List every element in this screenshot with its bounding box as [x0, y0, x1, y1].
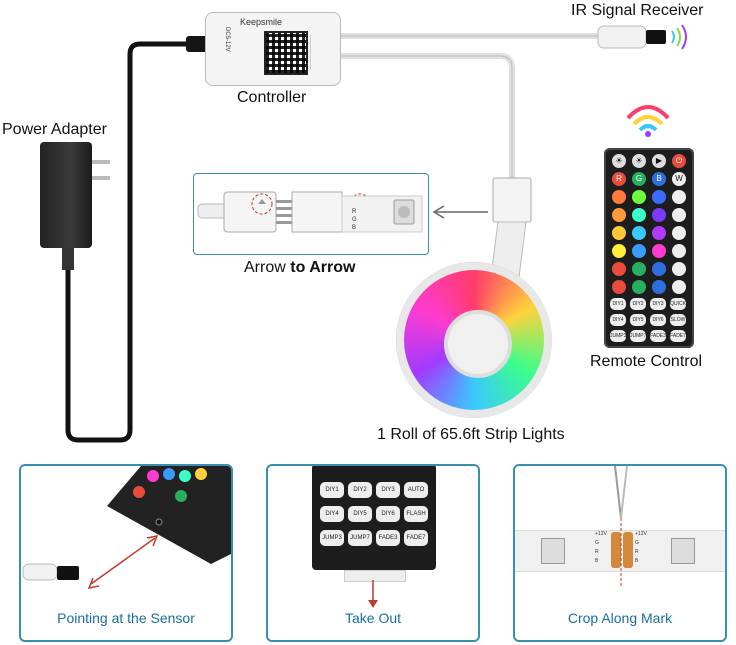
strip-wire — [339, 53, 515, 178]
cut-pads-right — [623, 532, 633, 568]
panel-crop-mark: +12V G R B +12V G R B Crop Along Mark — [513, 464, 727, 642]
mark-right-g: G — [635, 540, 639, 546]
panel2-caption: Take Out — [344, 610, 402, 626]
controller-brand: Keepsmile — [240, 17, 283, 27]
remote-diy3: DIY3 — [650, 298, 666, 310]
remote-diy6: DIY6 — [650, 314, 666, 326]
remote-close-up: DIY1 DIY2 DIY3 AUTO DIY4 DIY5 DIY6 FLASH… — [312, 466, 436, 570]
remote-diy2: DIY2 — [630, 298, 646, 310]
remote-play: ▶ — [652, 154, 666, 168]
reel-hub — [444, 310, 512, 378]
remote-g: G — [632, 172, 646, 186]
remote-control-label: Remote Control — [590, 353, 703, 370]
arrow-to-arrow-part2: to Arrow — [290, 259, 356, 276]
panel2-btn-diy5: DIY5 — [348, 506, 372, 522]
panel3-caption: Crop Along Mark — [567, 610, 673, 626]
panel2-btn-fade3: FADE3 — [376, 530, 400, 546]
remote-jump3: JUMP3 — [610, 330, 626, 342]
panel-take-out: DIY1 DIY2 DIY3 AUTO DIY4 DIY5 DIY6 FLASH… — [266, 464, 480, 642]
remote-diy4: DIY4 — [610, 314, 626, 326]
pin-r: R — [352, 209, 357, 215]
mark-right-12v: +12V — [635, 531, 647, 537]
remote-jump7: JUMP7 — [630, 330, 646, 342]
remote-brightness-down: ☀ — [632, 154, 646, 168]
panel2-btn-diy2: DIY2 — [348, 482, 372, 498]
led-strip-reel — [396, 262, 552, 418]
cut-pads-left — [611, 532, 621, 568]
qr-code — [264, 31, 308, 75]
remote-control: ☀ ☀ ▶ ⏻ R G B W DIY1 DIY2 DIY3 QUICK DIY… — [604, 148, 694, 348]
remote-diy5: DIY5 — [630, 314, 646, 326]
ir-receiver-label: IR Signal Receiver — [571, 2, 704, 19]
battery-tab — [344, 570, 406, 582]
remote-power: ⏻ — [672, 154, 686, 168]
mark-right-b: B — [635, 558, 639, 564]
panel2-btn-jump7: JUMP7 — [348, 530, 372, 546]
power-jack — [186, 36, 208, 52]
ir-receiver — [597, 25, 647, 49]
panel2-btn-auto: AUTO — [404, 482, 428, 498]
remote-diy1: DIY1 — [610, 298, 626, 310]
arrow-to-arrow-label: Arrow to Arrow — [244, 259, 355, 277]
panel-pointing-sensor: Pointing at the Sensor — [19, 464, 233, 642]
strip-connector — [492, 177, 532, 223]
remote-r: R — [612, 172, 626, 186]
marks-right: +12V G R B — [635, 530, 647, 566]
mark-left-12v: +12V — [595, 531, 607, 537]
panel2-btn-diy6: DIY6 — [376, 506, 400, 522]
remote-quick: QUICK — [670, 298, 686, 310]
panel1-caption: Pointing at the Sensor — [57, 610, 195, 626]
connector-illustration — [197, 191, 423, 233]
take-out-arrow — [368, 580, 378, 608]
remote-fade7: FADE7 — [670, 330, 686, 342]
controller-label: Controller — [237, 89, 307, 106]
pin-labels: R G B — [352, 208, 357, 232]
remote-w: W — [672, 172, 686, 186]
panel2-btn-diy1: DIY1 — [320, 482, 344, 498]
mark-left-g: G — [595, 540, 599, 546]
pin-b: B — [352, 225, 357, 231]
mark-left-b: B — [595, 558, 599, 564]
arrow-to-arrow-part1: Arrow — [244, 259, 291, 276]
pin-g: G — [352, 217, 357, 223]
remote-b: B — [652, 172, 666, 186]
power-adapter — [40, 142, 92, 248]
panel1-illustration — [22, 466, 231, 590]
remote-fade3: FADE3 — [650, 330, 666, 342]
remote-brightness-up: ☀ — [612, 154, 626, 168]
power-adapter-label: Power Adapter — [2, 121, 107, 138]
panel2-btn-fade7: FADE7 — [404, 530, 428, 546]
mark-left-r: R — [595, 549, 599, 555]
panel2-btn-jump3: JUMP3 — [320, 530, 344, 546]
led-chip-left — [541, 538, 565, 564]
scissors-icon — [614, 466, 628, 588]
marks-left: +12V G R B — [595, 530, 607, 566]
controller-voltage: DC5-12V — [224, 27, 230, 52]
mark-right-r: R — [635, 549, 639, 555]
strip-lights-label: 1 Roll of 65.6ft Strip Lights — [377, 426, 565, 443]
panel2-btn-flash: FLASH — [404, 506, 428, 522]
panel2-btn-diy3: DIY3 — [376, 482, 400, 498]
controller-box: Keepsmile DC5-12V — [205, 12, 341, 86]
panel2-btn-diy4: DIY4 — [320, 506, 344, 522]
connector-inset: R G B — [193, 173, 429, 255]
remote-slow: SLOW — [670, 314, 686, 326]
power-cable — [65, 41, 205, 443]
led-chip-right — [671, 538, 695, 564]
